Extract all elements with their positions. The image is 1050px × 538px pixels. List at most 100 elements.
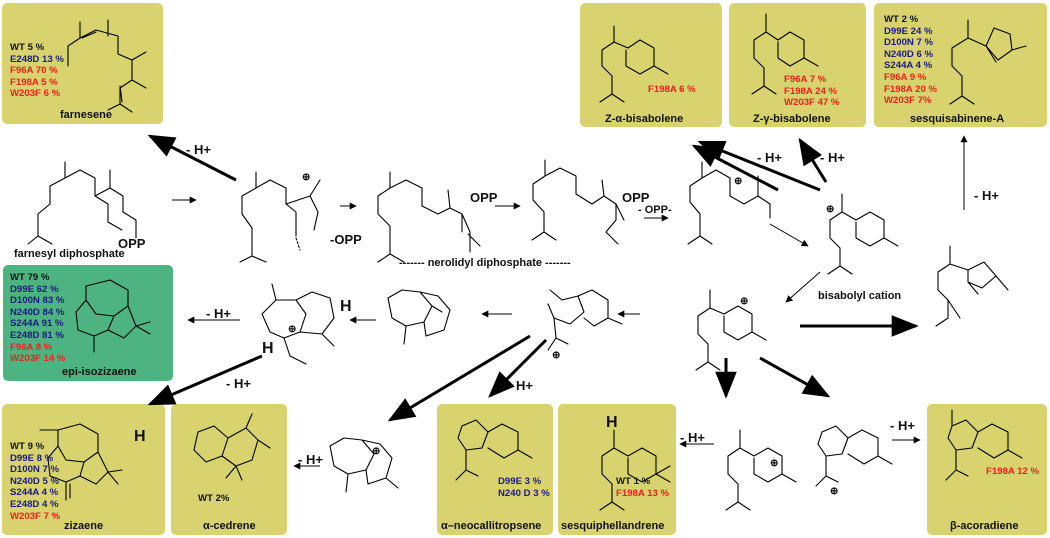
z-alpha-bisabolene-structure bbox=[599, 25, 669, 103]
opp-label-fpp: OPP bbox=[118, 236, 146, 251]
yield-entry: F96A 8 % bbox=[10, 341, 53, 353]
yield-entry: W203F 14 % bbox=[10, 353, 66, 365]
acorenyl-cation-structure bbox=[815, 425, 893, 487]
alpha-cedrene-box bbox=[171, 404, 287, 535]
yield-entry: D100N 83 % bbox=[10, 295, 65, 307]
cation-symbol: ⊕ bbox=[372, 446, 381, 457]
minus-h-label-sesquiphellandrene: - H+ bbox=[680, 430, 705, 445]
yield-entry: S244A 4 % bbox=[884, 60, 933, 72]
yield-entry: WT 2 % bbox=[884, 14, 919, 25]
yield-entry: W203F 47 % bbox=[784, 97, 840, 109]
minus-h-label-farnesene: - H+ bbox=[186, 142, 211, 157]
yield-entry: WT 1 % bbox=[616, 476, 651, 487]
alpha-cedrene-yields: WT 2% bbox=[198, 493, 229, 505]
yield-entry: N240D 5 % bbox=[10, 475, 60, 487]
cation-symbol: ⊕ bbox=[770, 458, 779, 469]
cation-symbol: ⊕ bbox=[288, 324, 297, 335]
beta-acoradiene-structure bbox=[945, 409, 1023, 481]
sesquiphellandrene-yields: WT 1 %F198A 13 % bbox=[616, 476, 669, 499]
yield-entry: F198A 20 % bbox=[884, 83, 937, 95]
arrow-spiro-to-cedryl bbox=[387, 334, 531, 422]
sesquisabinene-a-name: sesquisabinene-A bbox=[910, 113, 1005, 125]
yield-entry: WT 5 % bbox=[10, 42, 45, 53]
allyl-cation-structure bbox=[239, 171, 321, 263]
bisabolyl-cation-structure bbox=[827, 193, 899, 275]
sesquisabinene-a-structure bbox=[949, 19, 1027, 105]
epi-isozizaene-box bbox=[3, 265, 173, 381]
bisabolyl-cation-bottom-structure bbox=[725, 429, 797, 511]
yield-entry: WT 9 % bbox=[10, 441, 45, 452]
arrow-allyl-to-bisabolyl bbox=[769, 223, 809, 247]
alpha-cedrene-structure bbox=[193, 413, 271, 481]
neg-opp-label: -OPP bbox=[330, 232, 362, 247]
arrow-cation-to-farnesene bbox=[147, 134, 237, 182]
yield-entry: F198A 5 % bbox=[10, 76, 58, 88]
yield-entry: F96A 70 % bbox=[10, 65, 58, 77]
minus-h-label-zizaene: - H+ bbox=[226, 376, 251, 391]
bisabolyl-cation-center-structure bbox=[695, 289, 767, 371]
alpha-neocallitropsene-name: α–neocallitropsene bbox=[441, 520, 542, 532]
z-alpha-bisabolene-box bbox=[580, 3, 722, 127]
beta-acoradiene-box bbox=[927, 404, 1047, 535]
alpha-neocallitropsene-structure bbox=[455, 419, 533, 481]
arrow-center-to-acorenyl bbox=[759, 356, 831, 398]
opp-label-npp2: OPP bbox=[622, 190, 650, 205]
z-alpha-bisabolene-yields: F198A 6 % bbox=[648, 84, 696, 96]
yield-entry: F198A 12 % bbox=[986, 466, 1039, 477]
arrow-bisabolyl-to-z-alpha bbox=[697, 140, 821, 192]
sesquisabinene-a-yields: WT 2 %D99E 24 %D100N 7 %N240D 6 %S244A 4… bbox=[884, 14, 937, 107]
farnesene-structure bbox=[67, 21, 147, 113]
yield-entry: W203F 7 % bbox=[10, 510, 61, 522]
cation-symbol: ⊕ bbox=[302, 172, 311, 183]
cation-symbol: ⊕ bbox=[552, 350, 561, 361]
minus-h-label-acoradiene: - H+ bbox=[890, 418, 915, 433]
z-gamma-bisabolene-yields: F96A 7 %F198A 24 %W203F 47 % bbox=[784, 74, 839, 109]
allyl-cation-structure-2 bbox=[687, 161, 771, 245]
h-atom-label: H bbox=[262, 340, 274, 357]
cation-symbol: ⊕ bbox=[740, 296, 749, 307]
epi-isozizaene-structure bbox=[75, 279, 151, 353]
minus-h-label-z-gamma: - H+ bbox=[820, 150, 845, 165]
h-atom-label: H bbox=[606, 414, 618, 431]
minus-h-label-cedrene: - H+ bbox=[298, 452, 323, 467]
arrow-bisabolyl-to-center bbox=[785, 271, 821, 303]
sesquisabinene-a-box bbox=[874, 3, 1047, 127]
farnesene-name: farnesene bbox=[60, 109, 112, 121]
yield-entry: F96A 9 % bbox=[884, 71, 927, 83]
fpp-structure bbox=[27, 161, 137, 245]
npp-label: ------- nerolidyl diphosphate ------- bbox=[399, 257, 571, 269]
yield-entry: S244A 4 % bbox=[10, 487, 59, 499]
cation-symbol: ⊕ bbox=[734, 176, 743, 187]
alpha-cedrene-name: α-cedrene bbox=[203, 520, 256, 532]
sesquisabinene-cation-structure bbox=[935, 245, 1009, 327]
minus-h-label-epi: - H+ bbox=[206, 306, 231, 321]
sesquiphellandrene-name: sesquiphellandrene bbox=[561, 520, 665, 532]
z-alpha-bisabolene-name: Z-α-bisabolene bbox=[605, 113, 684, 125]
alpha-neocallitropsene-box bbox=[437, 404, 553, 535]
tricyclic-cation-structure bbox=[387, 289, 451, 345]
zizaene-box bbox=[2, 404, 165, 535]
beta-acoradiene-name: β-acoradiene bbox=[950, 520, 1019, 532]
yield-entry: D99E 3 % bbox=[498, 476, 542, 487]
minus-opp-label: - OPP- bbox=[638, 204, 672, 216]
minus-h-label-neocallitropsene: - H+ bbox=[508, 378, 533, 393]
yield-entry: N240 D 3 % bbox=[498, 487, 550, 499]
opp-label-npp1: OPP bbox=[470, 190, 498, 205]
yield-entry: N240D 6 % bbox=[884, 48, 934, 60]
yield-entry: WT 79 % bbox=[10, 272, 50, 283]
yield-entry: F198A 24 % bbox=[784, 85, 837, 97]
beta-acoradiene-yields: F198A 12 % bbox=[986, 466, 1039, 478]
yield-entry: F198A 6 % bbox=[648, 84, 696, 95]
alpha-neocallitropsene-yields: D99E 3 %N240 D 3 % bbox=[498, 476, 550, 499]
zizaene-yields: WT 9 %D99E 8 %D100N 7 %N240D 5 %S244A 4 … bbox=[10, 441, 60, 522]
yield-entry: F96A 7 % bbox=[784, 74, 827, 85]
fpp-label: farnesyl diphosphate bbox=[14, 248, 125, 260]
minus-h-label-z-alpha: - H+ bbox=[757, 150, 782, 165]
npp-structure-1 bbox=[377, 171, 481, 263]
arrow-isozizaene-cation-to-zizaene bbox=[147, 354, 263, 406]
cedryl-cation-structure bbox=[329, 437, 399, 493]
epi-isozizaene-name: epi-isozizaene bbox=[62, 366, 137, 378]
yield-entry: N240D 84 % bbox=[10, 306, 65, 318]
h-atom-label: H bbox=[340, 298, 352, 315]
isozizaene-cation-structure bbox=[261, 283, 335, 365]
